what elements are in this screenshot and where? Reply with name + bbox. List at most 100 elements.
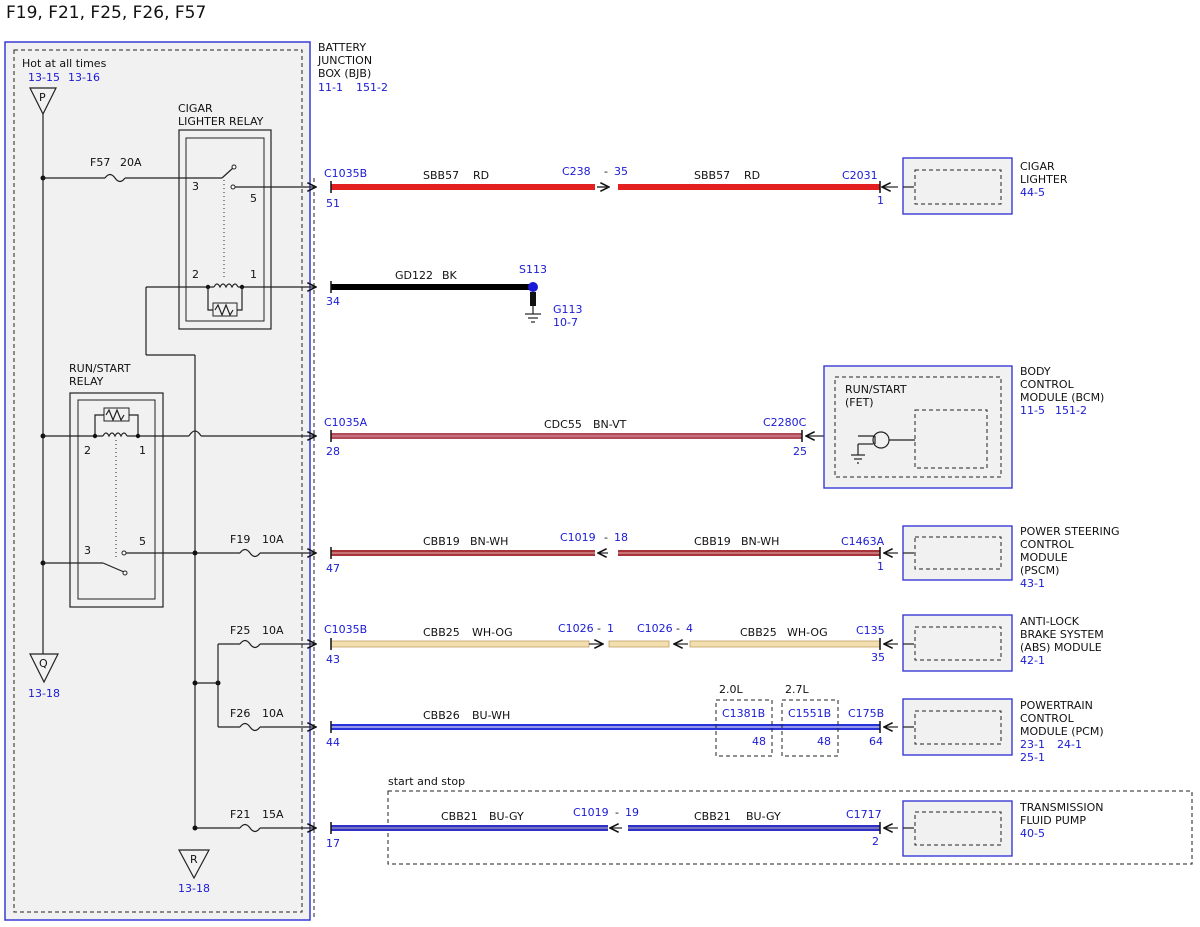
svg-text:17: 17: [326, 837, 340, 850]
relay-switch-contact-icon: [221, 167, 234, 179]
svg-text:SBB57: SBB57: [694, 169, 730, 182]
svg-text:F26: F26: [230, 707, 250, 720]
bjb-title-3: BOX (BJB): [318, 67, 371, 80]
svg-text:POWER STEERING: POWER STEERING: [1020, 525, 1120, 538]
svg-text:2: 2: [84, 444, 91, 457]
svg-text:151-2: 151-2: [1055, 404, 1087, 417]
connector-p-label: P: [39, 91, 46, 104]
connector-q-label: Q: [39, 657, 48, 670]
svg-text:BN-VT: BN-VT: [593, 418, 627, 431]
svg-text:-: -: [604, 165, 608, 178]
svg-text:23-1: 23-1: [1020, 738, 1045, 751]
svg-text:CBB21: CBB21: [694, 810, 731, 823]
svg-text:CBB19: CBB19: [423, 535, 460, 548]
svg-text:44: 44: [326, 736, 340, 749]
fuse-f21-icon: [239, 823, 261, 833]
svg-text:CBB26: CBB26: [423, 709, 460, 722]
circuit-cdc55: C1035A 28 CDC55 BN-VT C2280C 25: [324, 416, 858, 458]
svg-text:ANTI-LOCK: ANTI-LOCK: [1020, 615, 1080, 628]
svg-text:-: -: [597, 622, 601, 635]
svg-text:SBB57: SBB57: [423, 169, 459, 182]
svg-text:RD: RD: [744, 169, 760, 182]
svg-text:2.0L: 2.0L: [719, 683, 743, 696]
svg-text:C1717: C1717: [846, 808, 882, 821]
svg-text:(PSCM): (PSCM): [1020, 564, 1059, 577]
svg-text:C1019: C1019: [560, 531, 596, 544]
pcm-component: POWERTRAIN CONTROL MODULE (PCM) 23-1 24-…: [902, 698, 1104, 764]
pscm-component: POWER STEERING CONTROL MODULE (PSCM) 43-…: [902, 525, 1120, 590]
svg-text:34: 34: [326, 295, 340, 308]
svg-text:10A: 10A: [262, 707, 284, 720]
svg-text:10A: 10A: [262, 533, 284, 546]
circuit-cbb21: start and stop 17 CBB21 BU-GY C1019 - 19…: [326, 775, 1193, 865]
svg-text:10A: 10A: [262, 624, 284, 637]
svg-text:BN-WH: BN-WH: [741, 535, 779, 548]
svg-text:10-7: 10-7: [553, 316, 578, 329]
svg-text:24-1: 24-1: [1057, 738, 1082, 751]
svg-text:2: 2: [192, 268, 199, 281]
svg-text:15A: 15A: [262, 808, 284, 821]
circuit-cbb25: C1035B 43 CBB25 WH-OG C1026 - 1 C1026 - …: [324, 622, 898, 666]
svg-text:CIGAR: CIGAR: [1020, 160, 1055, 173]
svg-text:TRANSMISSION: TRANSMISSION: [1019, 801, 1103, 814]
svg-text:C1551B: C1551B: [788, 707, 831, 720]
svg-text:35: 35: [871, 651, 885, 664]
bjb-ref-1: 11-1: [318, 81, 343, 94]
svg-text:F21: F21: [230, 808, 250, 821]
svg-text:-: -: [604, 531, 608, 544]
svg-text:1: 1: [139, 444, 146, 457]
connector-p-icon: [29, 87, 57, 116]
svg-text:G113: G113: [553, 303, 583, 316]
svg-text:47: 47: [326, 562, 340, 575]
svg-text:F57: F57: [90, 156, 110, 169]
svg-text:S113: S113: [519, 263, 547, 276]
svg-text:3: 3: [84, 544, 91, 557]
fuse-f25-icon: [239, 639, 261, 649]
run-relay-coil-icon: [102, 432, 128, 438]
svg-text:44-5: 44-5: [1020, 186, 1045, 199]
connector-r-label: R: [190, 853, 198, 866]
svg-text:MODULE: MODULE: [1020, 551, 1068, 564]
svg-text:RD: RD: [473, 169, 489, 182]
hot-ref-2: 13-16: [68, 71, 100, 84]
svg-text:MODULE (PCM): MODULE (PCM): [1020, 725, 1104, 738]
connector-q-icon: [29, 653, 59, 684]
connector-q-ref: 13-18: [28, 687, 60, 700]
svg-text:F19: F19: [230, 533, 250, 546]
svg-text:43: 43: [326, 653, 340, 666]
svg-text:C1019: C1019: [573, 806, 609, 819]
svg-text:5: 5: [139, 535, 146, 548]
svg-text:CDC55: CDC55: [544, 418, 582, 431]
svg-text:C1026: C1026: [558, 622, 594, 635]
svg-text:BU-GY: BU-GY: [746, 810, 781, 823]
transmission-fluid-pump-component: TRANSMISSION FLUID PUMP 40-5: [902, 800, 1103, 857]
abs-component: ANTI-LOCK BRAKE SYSTEM (ABS) MODULE 42-1: [902, 614, 1104, 672]
svg-text:FLUID PUMP: FLUID PUMP: [1020, 814, 1086, 827]
fuse-f57-icon: [104, 173, 126, 183]
svg-text:(ABS) MODULE: (ABS) MODULE: [1020, 641, 1102, 654]
svg-text:1: 1: [250, 268, 257, 281]
svg-text:F25: F25: [230, 624, 250, 637]
svg-text:35: 35: [614, 165, 628, 178]
svg-text:WH-OG: WH-OG: [787, 626, 828, 639]
svg-text:C238: C238: [562, 165, 591, 178]
option-2-0l-box: [715, 699, 773, 757]
svg-text:40-5: 40-5: [1020, 827, 1045, 840]
svg-text:CONTROL: CONTROL: [1020, 378, 1075, 391]
svg-text:-: -: [676, 622, 680, 635]
svg-text:WH-OG: WH-OG: [472, 626, 513, 639]
svg-text:18: 18: [614, 531, 628, 544]
page-title: F19, F21, F25, F26, F57: [6, 3, 206, 23]
svg-text:CBB25: CBB25: [740, 626, 777, 639]
svg-text:BU-GY: BU-GY: [489, 810, 524, 823]
svg-text:start and stop: start and stop: [388, 775, 465, 788]
svg-text:2: 2: [872, 835, 879, 848]
circuit-gd122: 34 GD122 BK S113 G113 10-7: [326, 263, 583, 329]
svg-text:1: 1: [877, 560, 884, 573]
svg-text:2.7L: 2.7L: [785, 683, 809, 696]
svg-text:C1026: C1026: [637, 622, 673, 635]
svg-text:48: 48: [817, 735, 831, 748]
svg-text:CBB19: CBB19: [694, 535, 731, 548]
svg-text:RELAY: RELAY: [69, 375, 104, 388]
fuse-f19-icon: [239, 548, 261, 558]
